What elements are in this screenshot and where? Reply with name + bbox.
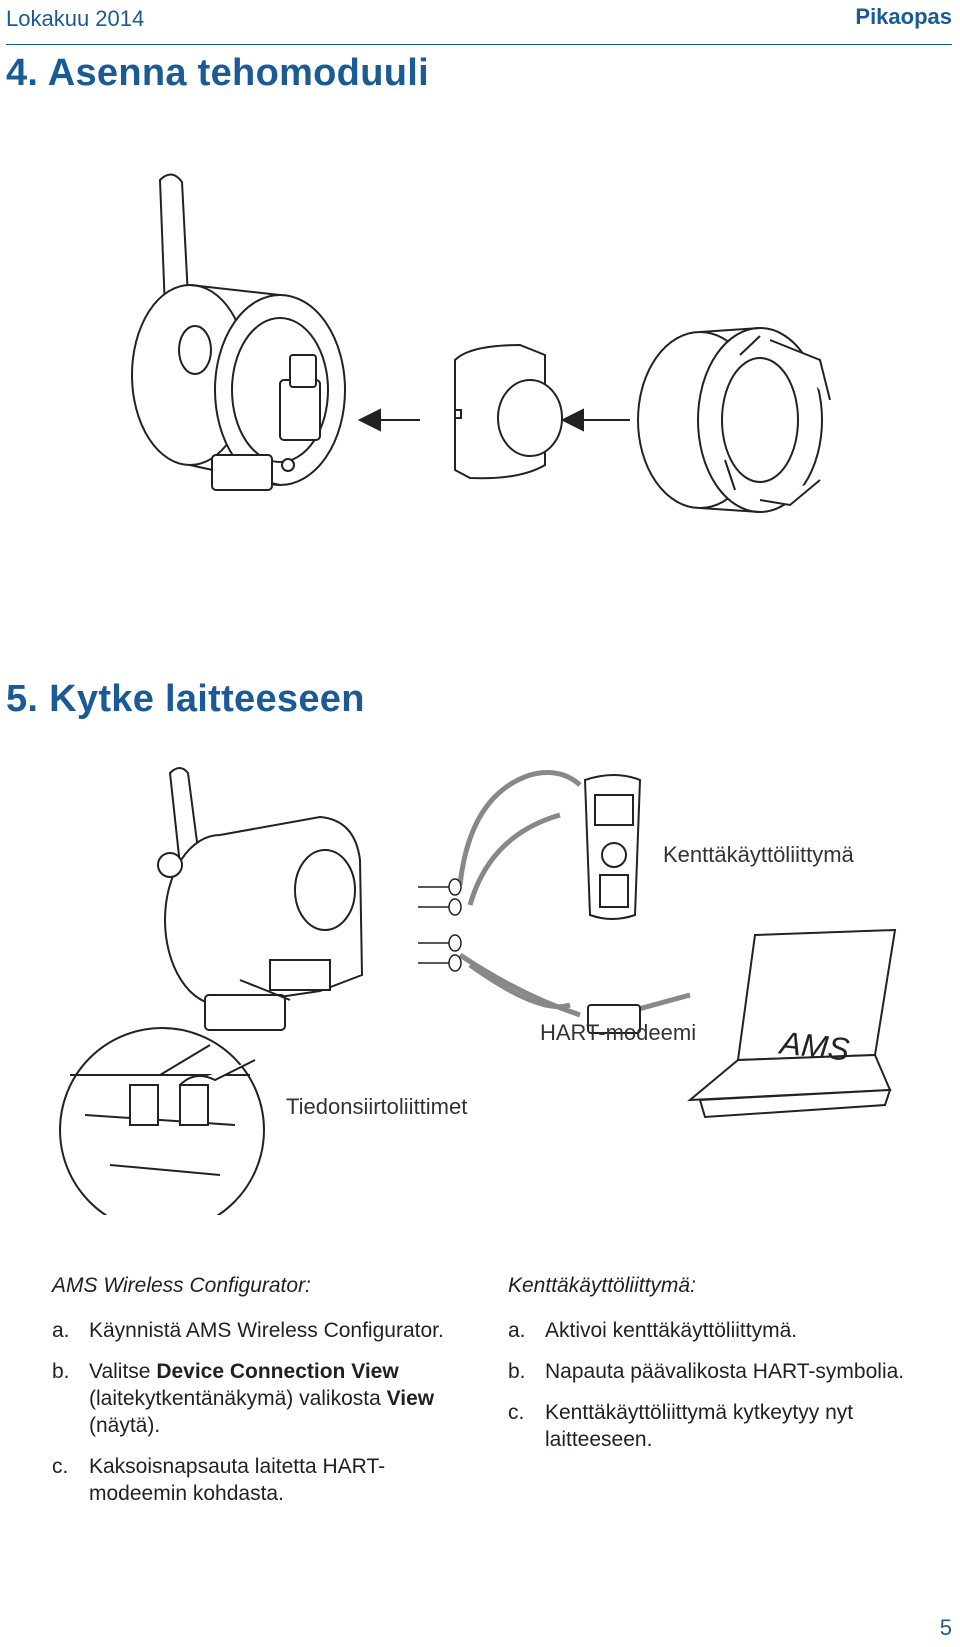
menu-view: View — [386, 1387, 435, 1410]
list-item: b. Valitse Device Connection View (laite… — [52, 1358, 472, 1439]
field-communicator-label: Kenttäkäyttöliittymä — [663, 842, 854, 867]
list-item: c. Kaksoisnapsauta laitetta HART-modeemi… — [52, 1453, 472, 1507]
connectors-label: Tiedonsiirtoliittimet — [286, 1094, 468, 1119]
list-item: c. Kenttäkäyttöliittymä kytkeytyy nyt la… — [508, 1399, 928, 1453]
field-communicator-heading: Kenttäkäyttöliittymä: — [508, 1274, 696, 1297]
ams-configurator-instructions: AMS Wireless Configurator: a. Käynnistä … — [52, 1272, 472, 1521]
step-text: Aktivoi kenttäkäyttöliittymä. — [545, 1319, 798, 1342]
step-text: Napauta päävalikosta HART-symbolia. — [545, 1360, 905, 1383]
header-date: Lokakuu 2014 — [6, 6, 145, 31]
step-letter: c. — [508, 1401, 525, 1424]
step-letter: c. — [52, 1455, 69, 1478]
field-communicator-instructions: Kenttäkäyttöliittymä: a. Aktivoi kenttäk… — [508, 1272, 928, 1467]
header-doc-type: Pikaopas — [855, 4, 952, 29]
step-letter: a. — [508, 1319, 526, 1342]
menu-item-device-connection-view: Device Connection View — [156, 1360, 399, 1383]
device-connection-illustration — [59, 767, 897, 1215]
section-4-title: 4. Asenna tehomoduuli — [6, 52, 429, 94]
list-item: b. Napauta päävalikosta HART-symbolia. — [508, 1358, 928, 1385]
section-5-title: 5. Kytke laitteeseen — [6, 678, 365, 720]
power-module-install-illustration — [131, 173, 831, 513]
step-letter: b. — [508, 1360, 526, 1383]
ams-logo: AMS — [778, 1024, 852, 1068]
step-text: Kaksoisnapsauta laitetta HART-modeemin k… — [89, 1455, 386, 1505]
step-letter: a. — [52, 1319, 70, 1342]
hart-modem-label: HART-modeemi — [540, 1020, 697, 1045]
step-text: Valitse Device Connection View (laitekyt… — [89, 1360, 435, 1437]
step-text: Kenttäkäyttöliittymä kytkeytyy nyt laitt… — [545, 1401, 854, 1451]
list-item: a. Aktivoi kenttäkäyttöliittymä. — [508, 1317, 928, 1344]
page-number: 5 — [939, 1615, 952, 1640]
header-rule — [6, 44, 952, 45]
step-letter: b. — [52, 1360, 70, 1383]
ams-configurator-heading: AMS Wireless Configurator: — [52, 1274, 311, 1297]
list-item: a. Käynnistä AMS Wireless Configurator. — [52, 1317, 472, 1344]
step-text: Käynnistä AMS Wireless Configurator. — [89, 1319, 444, 1342]
